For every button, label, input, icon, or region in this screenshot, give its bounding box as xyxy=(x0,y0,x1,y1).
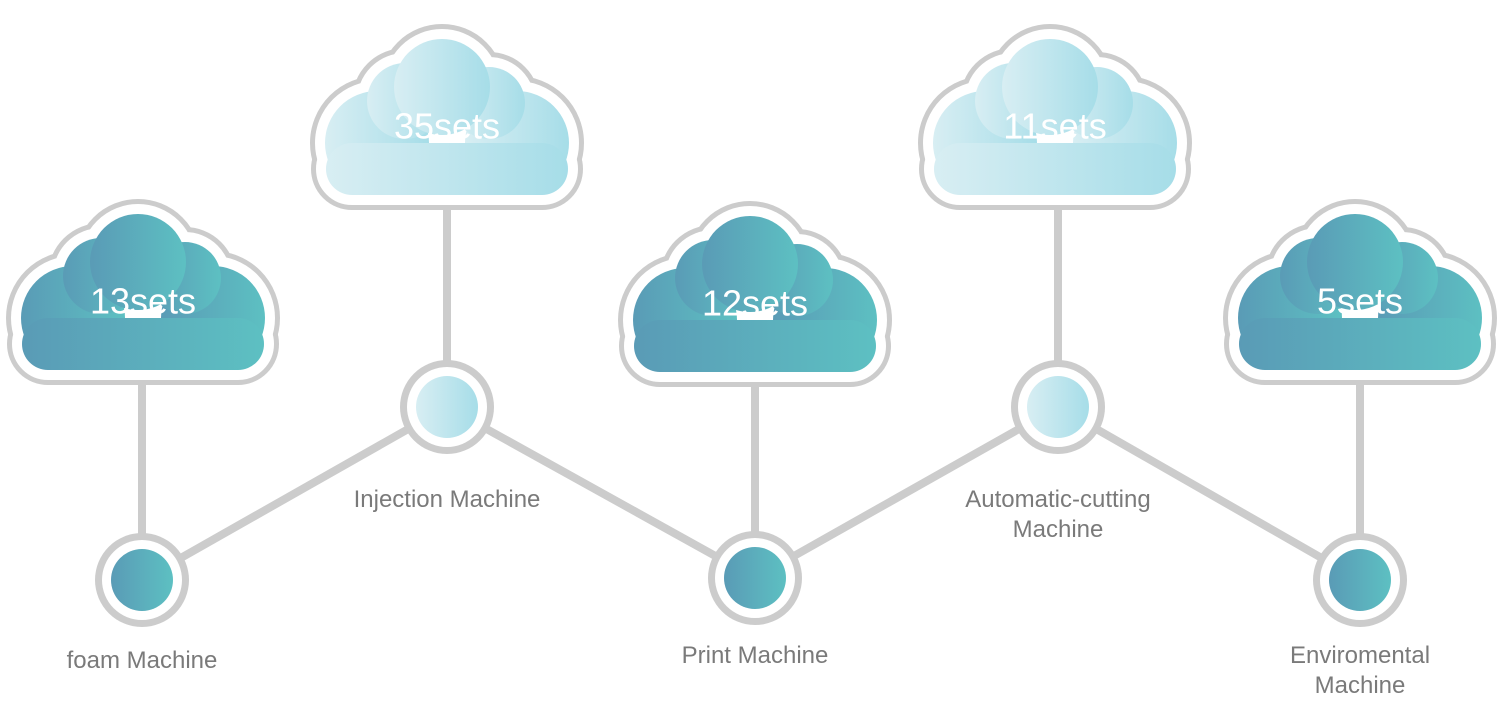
label-print: Print Machine xyxy=(682,642,829,669)
label-enviromental-line-1: Enviromental xyxy=(1290,642,1430,669)
label-automatic-cutting-line-2: Machine xyxy=(1013,516,1104,543)
cloud-value-print: 12sets xyxy=(702,283,808,324)
node-automatic-cutting-circle xyxy=(1011,360,1105,454)
label-automatic-cutting-line-1: Automatic-cutting xyxy=(965,486,1150,513)
cloud-automatic-cutting-icon: 11sets xyxy=(933,39,1177,195)
label-enviromental-line-2: Machine xyxy=(1315,672,1406,699)
node-foam-circle xyxy=(95,533,189,627)
node-enviromental-circle xyxy=(1313,533,1407,627)
label-foam: foam Machine xyxy=(67,647,218,674)
cloud-value-injection: 35sets xyxy=(394,106,500,147)
label-print-line-1: Print Machine xyxy=(682,642,829,669)
cloud-enviromental-icon: 5sets xyxy=(1238,214,1482,370)
cloud-print-icon: 12sets xyxy=(633,216,877,372)
node-print-circle xyxy=(708,531,802,625)
cloud-foam-icon: 13sets xyxy=(21,214,265,370)
connector-lines xyxy=(138,185,1364,584)
connector-automatic-cutting-to-enviromental xyxy=(1054,403,1364,584)
connector-foam-to-injection xyxy=(138,403,451,584)
label-injection-line-1: Injection Machine xyxy=(354,486,541,513)
machine-nodes xyxy=(95,360,1407,627)
connector-injection-to-print xyxy=(443,403,759,582)
count-clouds: 13sets 35sets 12sets 11sets 5sets xyxy=(21,39,1482,372)
cloud-value-enviromental: 5sets xyxy=(1317,281,1403,322)
label-injection: Injection Machine xyxy=(354,486,541,513)
cloud-value-foam: 13sets xyxy=(90,281,196,322)
node-injection-circle xyxy=(400,360,494,454)
label-foam-line-1: foam Machine xyxy=(67,647,218,674)
cloud-injection-icon: 35sets xyxy=(325,39,569,195)
connector-print-to-automatic-cutting xyxy=(751,403,1062,582)
cloud-value-automatic-cutting: 11sets xyxy=(1003,106,1106,147)
